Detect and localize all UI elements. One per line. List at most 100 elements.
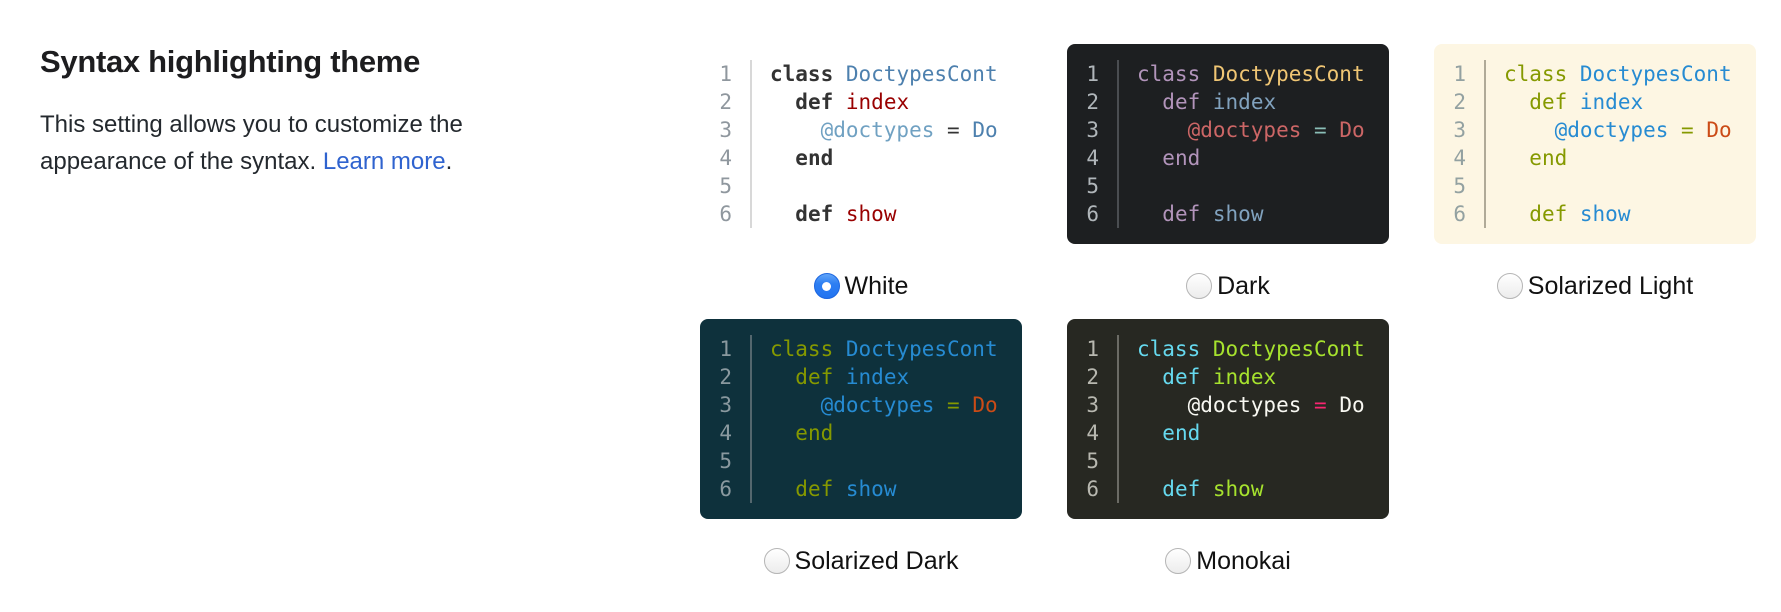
theme-caption: White [700, 271, 1022, 301]
code-line: end [1504, 144, 1756, 172]
code-area: class DoctypesCont def index @doctypes =… [1119, 335, 1389, 503]
line-number: 6 [719, 202, 732, 226]
line-number: 6 [719, 477, 732, 501]
token-plain [1327, 118, 1340, 142]
token-keyword: def [795, 202, 834, 226]
token-function: show [845, 202, 897, 226]
code-line: def show [1504, 200, 1756, 228]
line-number: 5 [719, 174, 732, 198]
line-number: 4 [1086, 421, 1099, 445]
code-line: end [770, 419, 1022, 447]
line-number: 6 [1086, 477, 1099, 501]
theme-radio-white[interactable] [813, 273, 840, 299]
token-keyword: class [1137, 337, 1201, 361]
token-rhs: Do [1339, 118, 1365, 142]
theme-label-solarized-light[interactable]: Solarized Light [1527, 271, 1694, 300]
token-plain [1504, 146, 1529, 170]
code-area: class DoctypesCont def index @doctypes =… [1119, 60, 1389, 228]
token-operator: = [1681, 118, 1694, 142]
theme-radio-solarized-light[interactable] [1496, 273, 1523, 299]
line-number: 5 [1086, 174, 1099, 198]
token-plain [1301, 393, 1314, 417]
token-plain [1137, 365, 1162, 389]
theme-label-white[interactable]: White [844, 271, 909, 300]
code-line: def show [1137, 200, 1389, 228]
token-plain [1567, 202, 1580, 226]
token-ivar: @doctypes [1187, 118, 1302, 142]
token-function: show [1579, 202, 1631, 226]
token-keyword: def [1162, 202, 1201, 226]
token-plain [1504, 118, 1555, 142]
token-plain [770, 421, 795, 445]
token-constant: DoctypesCont [1212, 337, 1365, 361]
token-keyword: end [1162, 146, 1201, 170]
token-keyword: def [1162, 365, 1201, 389]
page-title: Syntax highlighting theme [40, 44, 421, 79]
code-line: end [770, 144, 1022, 172]
code-line [1137, 447, 1389, 475]
token-plain [1504, 90, 1529, 114]
theme-label-monokai[interactable]: Monokai [1196, 546, 1291, 575]
code-line [1504, 172, 1756, 200]
theme-caption: Solarized Light [1434, 271, 1756, 301]
setting-text-column: Syntax highlighting theme This setting a… [40, 44, 700, 612]
token-rhs: Do [1706, 118, 1732, 142]
line-number: 2 [1453, 90, 1466, 114]
line-number: 4 [719, 146, 732, 170]
token-keyword: class [1137, 62, 1201, 86]
token-plain [1200, 337, 1213, 361]
learn-more-link[interactable]: Learn more [322, 148, 446, 175]
code-line: class DoctypesCont [770, 60, 1022, 88]
description-period: . [445, 148, 453, 175]
description-line1: This setting allows you to customize the [40, 111, 463, 138]
code-line: def index [1137, 88, 1389, 116]
token-plain [833, 337, 846, 361]
code-line: def index [770, 88, 1022, 116]
token-keyword: end [1162, 421, 1201, 445]
theme-radio-solarized-dark[interactable] [763, 548, 790, 574]
token-plain [1200, 62, 1213, 86]
token-plain [1137, 202, 1162, 226]
line-number: 3 [1453, 118, 1466, 142]
token-keyword: end [795, 421, 834, 445]
token-function: index [1579, 90, 1644, 114]
token-operator: = [947, 118, 960, 142]
line-number: 2 [1086, 90, 1099, 114]
token-keyword: def [1529, 90, 1568, 114]
token-plain [934, 393, 947, 417]
line-number: 1 [1453, 62, 1466, 86]
token-plain [1694, 118, 1707, 142]
token-constant: DoctypesCont [845, 62, 998, 86]
token-keyword: def [1162, 90, 1201, 114]
token-rhs: Do [972, 393, 998, 417]
theme-caption: Dark [1067, 271, 1389, 301]
line-number: 2 [719, 90, 732, 114]
theme-radio-monokai[interactable] [1165, 548, 1192, 574]
theme-radio-dark[interactable] [1186, 273, 1213, 299]
description-line2: appearance of the syntax. [40, 148, 323, 175]
token-plain [960, 118, 973, 142]
token-keyword: class [1504, 62, 1568, 86]
radio-dot [822, 281, 832, 291]
code-line: def index [1137, 363, 1389, 391]
theme-caption: Monokai [1067, 546, 1389, 576]
theme-label-solarized-dark[interactable]: Solarized Dark [794, 546, 959, 575]
line-number: 4 [719, 421, 732, 445]
token-constant: DoctypesCont [845, 337, 998, 361]
code-line: def show [1137, 475, 1389, 503]
line-number: 4 [1453, 146, 1466, 170]
token-function: show [845, 477, 897, 501]
theme-label-dark[interactable]: Dark [1217, 271, 1270, 300]
token-plain [770, 118, 821, 142]
line-number: 3 [1086, 393, 1099, 417]
code-line [1137, 172, 1389, 200]
line-number: 5 [1453, 174, 1466, 198]
token-keyword: def [795, 365, 834, 389]
code-line: class DoctypesCont [1137, 60, 1389, 88]
